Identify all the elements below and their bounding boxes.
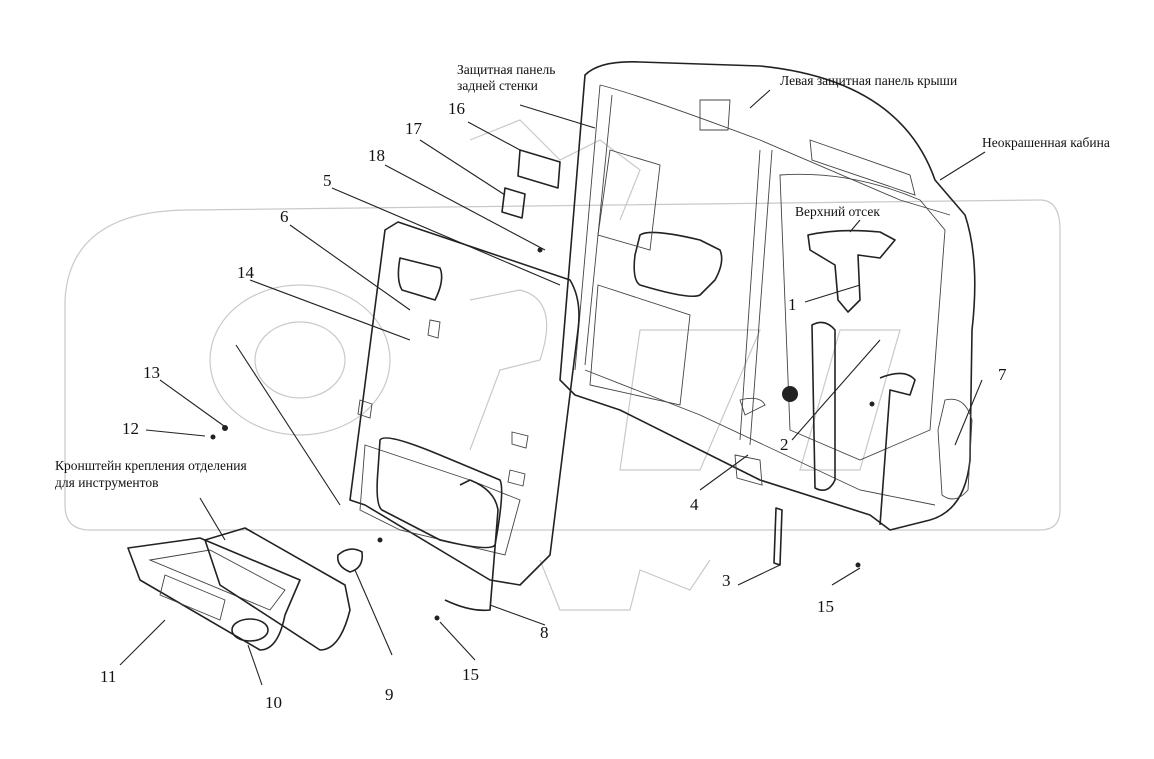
handle-rail: [444, 479, 499, 612]
label-tool-bracket-line1: Кронштейн крепления отделения: [55, 458, 247, 473]
callout-2: 2: [780, 435, 789, 454]
callout-6: 6: [280, 207, 289, 226]
sill-strip: [773, 507, 783, 566]
cab-frame: [559, 60, 976, 531]
label-upper-compartment: Верхний отсек: [795, 204, 880, 219]
callout-15a: 15: [462, 665, 479, 684]
callout-12: 12: [122, 419, 139, 438]
callout-16: 16: [448, 99, 465, 118]
callout-17: 17: [405, 119, 422, 138]
leader-lines: [119, 89, 986, 686]
upper-compartment-part: [807, 229, 896, 313]
label-left-roof-panel: Левая защитная панель крыши: [780, 73, 958, 88]
tool-bracket-part: [204, 527, 351, 651]
label-rear-panel-line2: задней стенки: [457, 78, 538, 93]
callout-13: 13: [143, 363, 160, 382]
label-rear-panel-line1: Защитная панель: [457, 62, 556, 77]
callout-14: 14: [237, 263, 254, 282]
part-16: [517, 149, 561, 189]
callout-7: 7: [998, 365, 1007, 384]
pillar-trim: [811, 321, 836, 491]
fasteners: [210, 247, 875, 621]
callout-8: 8: [540, 623, 549, 642]
callout-10: 10: [265, 693, 282, 712]
callout-11: 11: [100, 667, 117, 686]
callout-18: 18: [368, 146, 385, 165]
handle-rail-2: [879, 372, 916, 526]
callout-9: 9: [385, 685, 394, 704]
callout-1: 1: [788, 295, 797, 314]
callout-5: 5: [323, 171, 332, 190]
callout-4: 4: [690, 495, 699, 514]
callout-15b: 15: [817, 597, 834, 616]
part-16b: [501, 187, 526, 219]
part-9: [336, 548, 364, 573]
label-unpainted-cab: Неокрашенная кабина: [982, 135, 1110, 150]
small-bracket: [734, 454, 763, 486]
tool-compartment: [127, 537, 301, 651]
label-tool-bracket-line2: для инструментов: [55, 475, 159, 490]
callout-3: 3: [722, 571, 731, 590]
